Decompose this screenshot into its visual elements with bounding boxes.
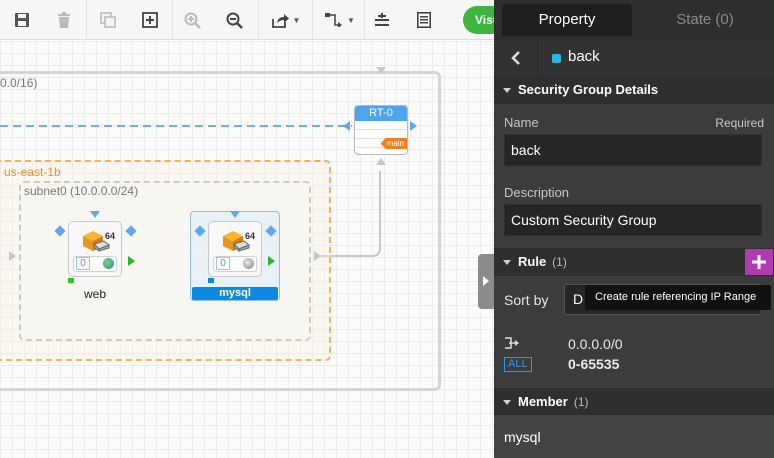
tab-property[interactable]: Property <box>502 4 632 36</box>
export-icon[interactable]: ▼ <box>266 5 306 35</box>
instance-port[interactable] <box>230 211 240 218</box>
vpc-container[interactable] <box>0 71 441 391</box>
description-input[interactable]: Custom Security Group <box>504 204 762 236</box>
stack-icon[interactable] <box>368 5 396 35</box>
toolbar-divider <box>172 0 173 40</box>
back-button[interactable] <box>494 40 538 76</box>
toolbar: ▼ ▼ Visu <box>0 0 503 40</box>
router-port[interactable] <box>343 121 350 131</box>
instance-port[interactable] <box>128 256 135 266</box>
route-table-node[interactable]: RT-0 main <box>354 105 408 155</box>
toolbar-divider <box>364 0 365 40</box>
volume-icon <box>93 240 110 252</box>
description-label: Description <box>504 185 570 200</box>
duplicate-icon[interactable] <box>94 5 122 35</box>
section-title: Member <box>518 394 568 409</box>
rule-port-range: 0-65535 <box>568 356 620 372</box>
property-panel: Property State (0) back Security Group D… <box>494 0 774 458</box>
instance-label-web: web <box>83 287 106 301</box>
plus-icon <box>752 255 766 269</box>
add-icon[interactable] <box>136 5 164 35</box>
toolbar-divider <box>312 0 313 40</box>
instance-node-web[interactable]: 64 0 <box>68 221 122 277</box>
section-title: Security Group Details <box>518 82 659 97</box>
rule-protocol-badge: ALL <box>504 357 532 372</box>
panel-tabs: Property State (0) <box>494 0 774 40</box>
vpc-label: 0.0/16) <box>0 76 38 90</box>
instance-bits: 64 <box>105 231 116 241</box>
chevron-down-icon: ▼ <box>292 15 301 25</box>
subnet-label: subnet0 (10.0.0.0/24) <box>24 184 139 198</box>
volume-icon <box>233 240 250 252</box>
router-port[interactable] <box>410 121 417 131</box>
connection-icon[interactable]: ▼ <box>320 5 360 35</box>
required-label: Required <box>715 116 764 130</box>
route-line <box>318 171 381 257</box>
panel-toggle-handle[interactable] <box>478 254 494 309</box>
security-group-color-icon <box>552 54 561 63</box>
add-rule-button[interactable] <box>745 249 773 275</box>
chevron-down-icon: ▼ <box>347 15 355 25</box>
availability-zone-label: us-east-1b <box>4 165 61 179</box>
instance-count: 0 <box>76 257 90 270</box>
instance-label-mysql: mysql <box>192 287 278 300</box>
public-ip-icon[interactable] <box>103 258 114 269</box>
public-ip-icon[interactable] <box>243 258 254 269</box>
router-port[interactable] <box>376 158 386 165</box>
connection-lines <box>0 125 381 257</box>
chevron-down-icon <box>503 400 511 405</box>
rule-ip-range: 0.0.0.0/0 <box>568 336 623 352</box>
zoom-in-icon[interactable] <box>178 5 206 35</box>
member-list <box>494 415 774 458</box>
inbound-direction-icon <box>505 337 519 349</box>
name-input[interactable]: back <box>504 134 762 166</box>
section-security-group-details[interactable]: Security Group Details <box>494 76 774 104</box>
instance-node-mysql[interactable]: 64 0 <box>208 221 262 277</box>
sort-by-label: Sort by <box>504 292 549 308</box>
chevron-down-icon <box>503 260 511 265</box>
name-label: Name <box>504 115 539 130</box>
delete-icon[interactable] <box>50 5 78 35</box>
breadcrumb: back <box>494 40 774 76</box>
list-icon[interactable] <box>410 5 438 35</box>
chevron-down-icon <box>503 88 511 93</box>
breadcrumb-title: back <box>568 48 600 65</box>
toolbar-divider <box>258 0 259 40</box>
chevron-right-icon <box>483 276 489 286</box>
router-port[interactable] <box>376 67 386 74</box>
save-icon[interactable] <box>8 5 36 35</box>
member-count: (1) <box>573 395 589 409</box>
section-rule[interactable]: Rule (1) <box>494 248 774 276</box>
instance-bits: 64 <box>245 231 256 241</box>
route-table-main-badge: main <box>380 138 407 149</box>
add-rule-tooltip: Create rule referencing IP Range <box>585 285 771 310</box>
instance-port[interactable] <box>90 211 100 218</box>
subnet-port[interactable] <box>314 251 321 261</box>
section-member[interactable]: Member (1) <box>494 388 774 416</box>
toolbar-divider <box>86 0 87 40</box>
instance-count: 0 <box>216 257 230 270</box>
design-canvas[interactable]: 0.0/16) us-east-1b subnet0 (10.0.0.0/24)… <box>0 41 494 458</box>
status-indicator <box>208 278 214 283</box>
zoom-out-icon[interactable] <box>220 5 248 35</box>
subnet-port[interactable] <box>9 251 16 261</box>
route-table-title: RT-0 <box>355 106 407 121</box>
status-indicator <box>68 278 74 283</box>
instance-port[interactable] <box>268 256 275 266</box>
tab-state[interactable]: State (0) <box>676 11 734 28</box>
rule-count: (1) <box>552 255 567 269</box>
member-item[interactable]: mysql <box>504 429 541 445</box>
chevron-left-icon <box>510 51 520 65</box>
section-title: Rule <box>518 254 547 269</box>
